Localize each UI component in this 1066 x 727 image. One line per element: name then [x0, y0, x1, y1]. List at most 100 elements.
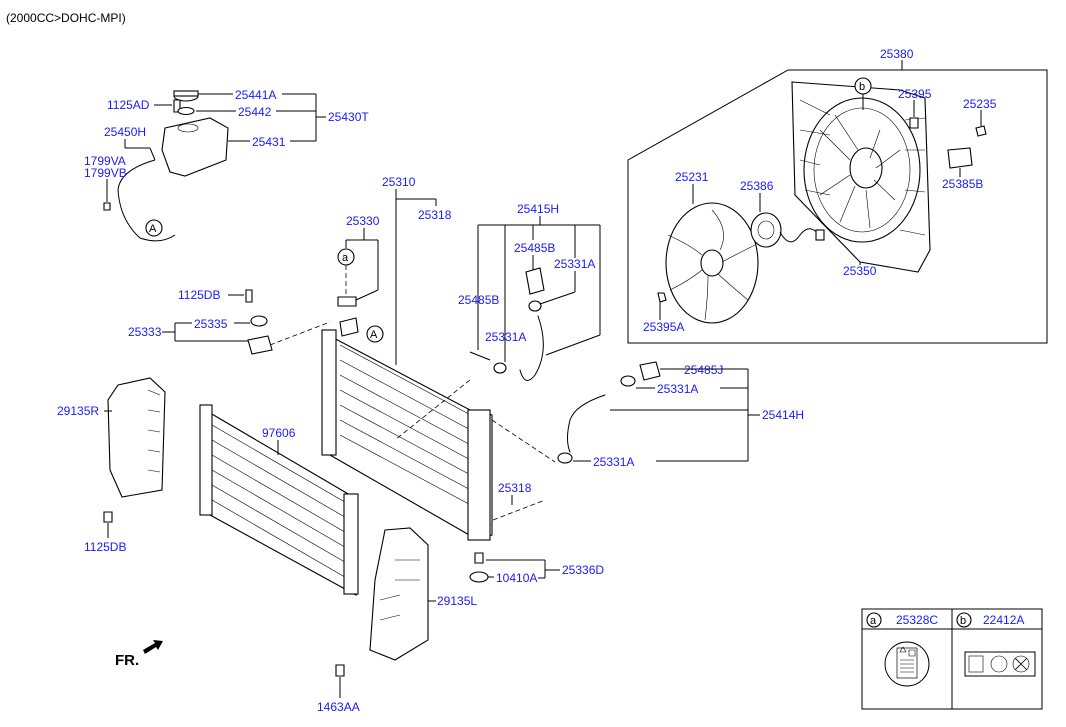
fan-assembly-group: 25380 b 25231 25386	[627, 47, 1048, 344]
part-label-25318-top[interactable]: 25318	[418, 208, 452, 222]
part-label-25331A-d[interactable]: 25331A	[593, 455, 634, 469]
mount-bracket-group: 1125DB 25335 25333	[128, 288, 273, 355]
bolt-25395	[909, 117, 919, 129]
bolt-1125DB-top	[245, 289, 253, 303]
oring-25442	[177, 106, 195, 116]
fan-resistor	[947, 147, 973, 169]
part-label-25333[interactable]: 25333	[128, 325, 162, 339]
callout-b-text-shroud: b	[859, 81, 865, 93]
air-guard-29135R	[107, 377, 166, 498]
part-label-25431[interactable]: 25431	[252, 135, 286, 149]
drain-cap-10410A	[469, 571, 489, 583]
callout-A-text-radiator: A	[370, 329, 378, 341]
part-label-1125DB-bot[interactable]: 1125DB	[84, 540, 126, 554]
legend-b-part[interactable]: 22412A	[983, 613, 1024, 627]
clamp-25331A-upper	[528, 300, 542, 312]
part-label-25450H[interactable]: 25450H	[104, 125, 146, 139]
part-label-25231[interactable]: 25231	[675, 170, 709, 184]
insulator-25335	[250, 315, 268, 327]
fr-text: FR.	[115, 652, 139, 669]
air-guard-29135L	[369, 527, 429, 661]
radiator-left-tank	[321, 329, 337, 456]
part-label-29135L[interactable]: 29135L	[437, 594, 477, 608]
bracket-25333	[247, 335, 273, 355]
reservoir-tank	[161, 117, 229, 177]
fan-shroud	[791, 81, 931, 273]
air-guard-lh-group: 29135L 1463AA	[317, 527, 477, 714]
condenser-group: 97606	[199, 404, 359, 596]
part-label-1799VA[interactable]: 1799VA	[84, 154, 126, 168]
part-label-25386[interactable]: 25386	[740, 179, 774, 193]
part-label-1125AD[interactable]: 1125AD	[107, 98, 150, 112]
engine-spec-header: (2000CC>DOHC-MPI)	[6, 11, 126, 25]
part-label-25442[interactable]: 25442	[238, 105, 272, 119]
part-label-25350[interactable]: 25350	[843, 264, 877, 278]
part-label-97606[interactable]: 97606	[262, 426, 296, 440]
part-label-25330[interactable]: 25330	[346, 214, 380, 228]
part-label-25331A-a[interactable]: 25331A	[554, 257, 595, 271]
part-label-25331A-b[interactable]: 25331A	[485, 330, 526, 344]
part-label-25485J[interactable]: 25485J	[684, 363, 723, 377]
bolt-1125DB-bottom	[103, 511, 113, 523]
lower-hose	[567, 394, 606, 453]
part-label-1125DB-top[interactable]: 1125DB	[178, 288, 220, 302]
callout-A-text-hose: A	[149, 223, 157, 235]
part-label-25395A[interactable]: 25395A	[643, 320, 684, 334]
part-label-25336D[interactable]: 25336D	[562, 563, 604, 577]
legend-a-circle	[866, 612, 882, 628]
radiator-cap	[337, 296, 357, 307]
hose-fitting-25485B-lower	[469, 351, 491, 361]
part-label-25331A-c[interactable]: 25331A	[657, 382, 698, 396]
clamp-25331A-c	[620, 375, 636, 387]
legend-a-key: a	[870, 615, 877, 627]
part-label-25430T[interactable]: 25430T	[328, 110, 369, 124]
callout-A-circle-hose	[145, 219, 163, 237]
fr-arrow-icon	[143, 640, 163, 654]
caution-label-strip-icon	[964, 651, 1036, 677]
lower-hose-group: 25485J 25331A 25414H 25331A	[557, 361, 804, 469]
reservoir-group: 1125AD 25441A 25442 25431 25430T 25450H …	[84, 88, 369, 242]
upper-hose-group: 25415H 25485B 25331A 25485B 25331A	[458, 202, 601, 381]
nut-25395A	[657, 292, 667, 303]
part-label-1799VB[interactable]: 1799VB	[84, 166, 127, 180]
radiator-right-tank	[467, 409, 491, 541]
clip-1799VB	[103, 202, 111, 211]
part-label-29135R[interactable]: 29135R	[57, 404, 99, 418]
legend-a-part[interactable]: 25328C	[896, 613, 938, 627]
callout-A-circle-radiator	[366, 325, 384, 343]
part-label-25415H[interactable]: 25415H	[517, 202, 559, 216]
part-label-25485B-a[interactable]: 25485B	[514, 241, 555, 255]
overflow-hose	[117, 159, 176, 242]
part-label-25485B-b[interactable]: 25485B	[458, 293, 499, 307]
fan-motor	[750, 212, 825, 248]
callout-a-text-cap: a	[342, 252, 349, 264]
fan-assembly-boundary	[627, 69, 1048, 344]
drain-plug-25318	[474, 552, 484, 564]
part-label-25310[interactable]: 25310	[382, 175, 416, 189]
legend-b-circle	[956, 612, 972, 628]
front-direction-marker: FR.	[115, 640, 163, 669]
part-label-25235[interactable]: 25235	[963, 97, 997, 111]
part-label-25414H[interactable]: 25414H	[762, 408, 804, 422]
caution-label-round-icon	[884, 641, 930, 687]
upper-hose	[519, 315, 544, 381]
part-label-25335[interactable]: 25335	[194, 317, 228, 331]
part-label-10410A[interactable]: 10410A	[496, 571, 537, 585]
clamp-25331A-lower	[493, 362, 507, 374]
part-label-25395[interactable]: 25395	[898, 87, 932, 101]
part-label-25318-bot[interactable]: 25318	[498, 481, 532, 495]
part-label-25441A[interactable]: 25441A	[235, 88, 276, 102]
clamp-25331A-d	[557, 452, 573, 464]
part-label-25380[interactable]: 25380	[880, 47, 914, 61]
bolt-1463AA	[335, 664, 345, 677]
fan-blade	[665, 202, 759, 324]
radiator-group: 25310 25318 25330 a A 25318 10410A 25336…	[269, 175, 604, 585]
hose-fitting-25485B-upper	[525, 267, 545, 295]
part-label-25385B[interactable]: 25385B	[942, 177, 983, 191]
legend-table: a 25328C b 22412A	[861, 608, 1043, 710]
radiator-filler-neck	[339, 317, 359, 337]
bolt-25235	[975, 125, 987, 137]
legend-b-key: b	[960, 615, 966, 627]
part-label-1463AA[interactable]: 1463AA	[317, 700, 360, 714]
